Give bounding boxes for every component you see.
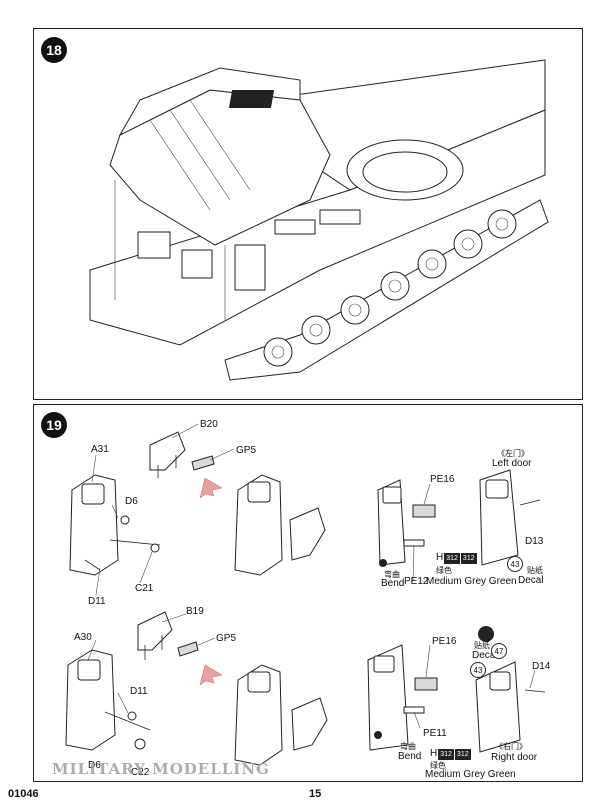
label-decal-cn-top: 贴纸 [527,566,543,575]
label-c22: C22 [131,767,150,778]
step-18-badge: 18 [41,37,67,63]
label-c21: C21 [135,583,154,594]
label-pe11: PE11 [423,728,447,739]
decal-47-bottom: 47 [491,643,507,659]
decal-43-bottom: 43 [470,662,486,678]
page-number: 15 [309,788,322,800]
door-a30-drawing [65,649,151,751]
label-d11-top: D11 [88,596,106,607]
decal-icon-bottom [478,626,494,642]
label-right-door-en: Right door [491,752,538,763]
step-arrow-top [199,477,223,499]
label-bend-en-top: Bend [381,578,405,589]
label-d6-bottom: D6 [88,760,101,771]
door-a31-drawing [69,474,161,576]
door-assembled-top [234,474,326,576]
seat-b20-drawing [149,431,215,478]
label-bend-en-bottom: Bend [398,751,422,762]
label-right-door-cn: 《右门》 [495,742,527,751]
label-decal-cn-bottom: 贴纸 [474,641,490,650]
label-b19: B19 [186,606,204,617]
door-assembled-bottom [234,664,328,766]
door-right-finished [475,661,546,753]
label-d11-bottom: D11 [130,686,148,697]
label-color-en-bottom: Medium Grey Green [425,769,516,780]
label-decal-en-bottom: Decal [472,650,498,661]
label-left-door-en: Left door [492,458,532,469]
label-decal-en-top: Decal [518,575,544,586]
h-label-top: H [436,552,444,563]
label-d13: D13 [525,536,544,547]
label-pe12: PE12 [404,576,429,587]
h-code-2-top: 312 [460,553,477,564]
label-bend-cn-top: 弯曲 [384,570,400,579]
footer-code: 01046 [8,788,39,800]
door-pe-bottom [367,644,438,751]
step-arrow-bottom [199,664,223,686]
label-pe16-bottom: PE16 [432,636,457,647]
watermark-text: MILITARY MODELLING [52,760,270,778]
decal-43-top: 43 [507,556,523,572]
door-left-finished [479,469,541,566]
label-gp5-top: GP5 [236,445,257,456]
label-b20: B20 [200,419,218,430]
step-19-badge: 19 [41,412,67,438]
label-pe16-top: PE16 [430,474,455,485]
label-color-cn-top: 绿色 [436,566,452,575]
label-color-cn-bottom: 绿色 [430,761,446,770]
h-code-1-top: 312 [444,553,460,564]
h-label-bottom: H [430,748,438,759]
seat-b19-drawing [137,611,199,660]
label-a30: A30 [74,632,92,643]
label-d14: D14 [532,661,551,672]
h-code-1-bottom: 312 [438,749,454,760]
label-a31: A31 [91,444,109,455]
road-wheels [263,209,517,367]
door-pe-top [377,479,436,567]
label-color-en-top: Medium Grey Green [426,576,517,587]
h-code-2-bottom: 312 [454,749,471,760]
label-d6-top: D6 [125,496,138,507]
label-left-door-cn: 《左门》 [497,449,529,458]
label-bend-cn-bottom: 弯曲 [400,742,416,751]
label-gp5-bottom: GP5 [216,633,237,644]
